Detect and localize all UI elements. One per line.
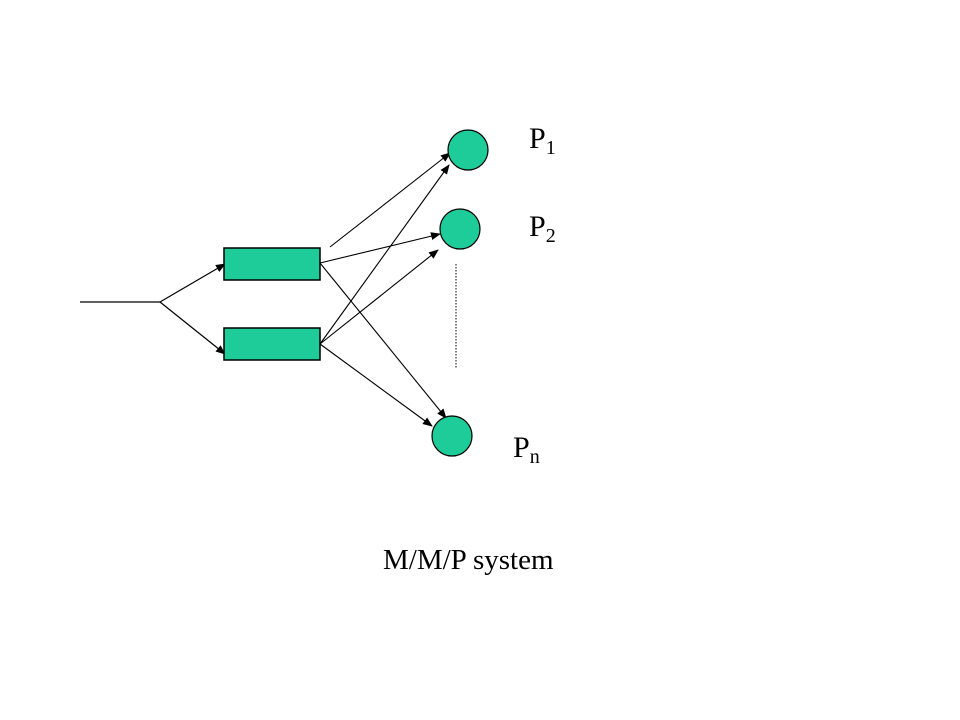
route-arrow-upper-to-pn: [319, 262, 447, 419]
processor-label-p1: P1: [529, 122, 556, 159]
queue-upper: [223, 247, 321, 281]
route-arrow-free-to-p1: [329, 152, 451, 248]
label-subscript: 1: [545, 137, 556, 159]
processor-p2: [439, 208, 481, 250]
label-subscript: n: [529, 446, 540, 468]
processor-pn: [431, 415, 473, 457]
diagram-caption: M/M/P system: [383, 544, 554, 576]
processor-label-p2: P2: [529, 210, 556, 247]
label-subscript: 2: [545, 225, 556, 247]
processor-p1: [447, 129, 489, 171]
split-arrow-lower: [159, 301, 226, 355]
route-arrow-lower-to-p1: [319, 164, 450, 345]
split-arrow-upper: [159, 263, 226, 303]
route-arrow-lower-to-p2: [319, 249, 439, 345]
label-base: P: [529, 122, 546, 155]
label-base: P: [529, 210, 546, 243]
label-base: P: [513, 431, 530, 464]
processor-label-pn: Pn: [513, 431, 540, 468]
route-arrow-upper-to-p2: [319, 232, 441, 264]
route-arrow-lower-to-pn: [319, 343, 433, 427]
queue-lower: [223, 327, 321, 361]
